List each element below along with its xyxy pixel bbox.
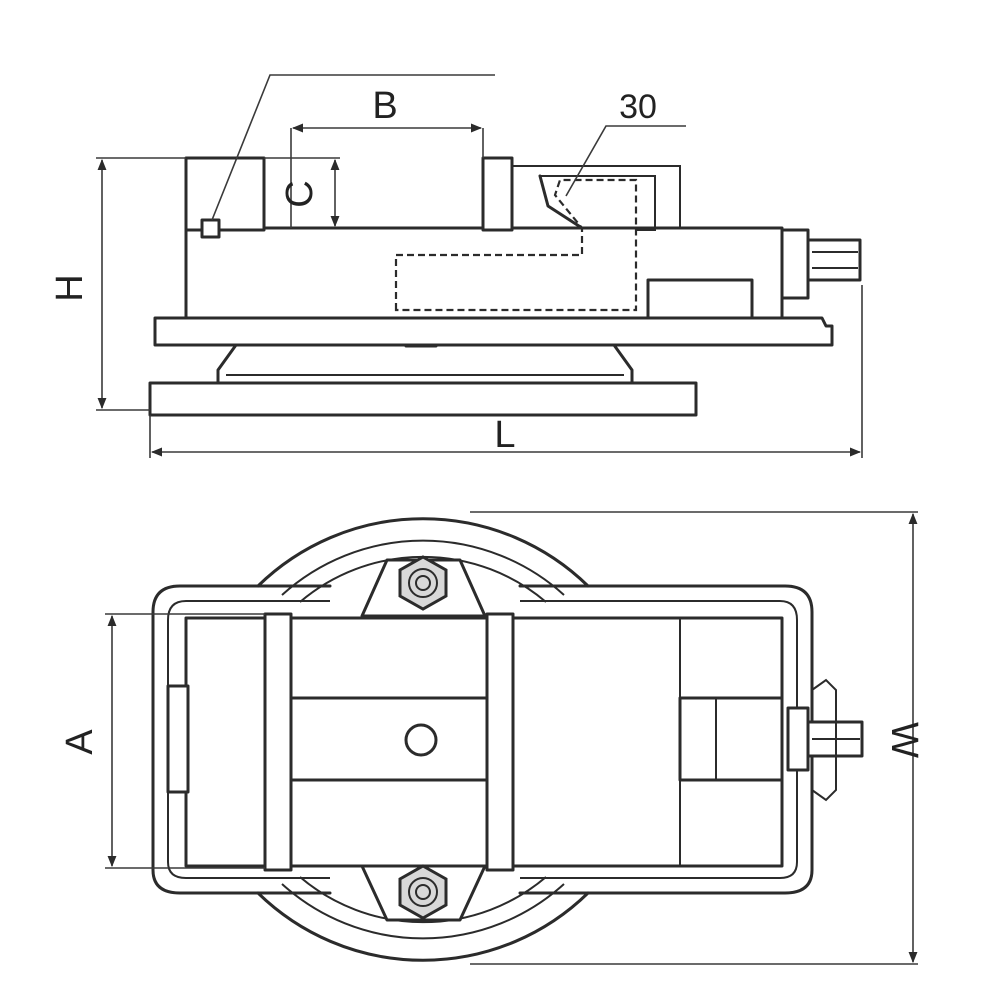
nut-bottom-icon — [398, 864, 448, 920]
dimension-C: C — [264, 157, 340, 228]
base-plate — [148, 381, 698, 417]
swivel-cone — [216, 343, 634, 385]
label-C: C — [279, 180, 321, 207]
label-angle: 30 — [619, 88, 657, 126]
screw-collar — [786, 706, 810, 772]
label-W: W — [883, 722, 925, 758]
center-hole — [404, 723, 438, 757]
side-view: H B C 30 L — [49, 74, 863, 458]
dimension-W: W — [470, 511, 925, 965]
center-slide — [289, 696, 489, 782]
swivel-base-arc-bottom — [256, 891, 590, 962]
angle-callout: 30 — [565, 88, 686, 197]
top-view: A W — [59, 511, 925, 965]
dimension-A: A — [59, 613, 265, 869]
end-cap — [780, 228, 810, 300]
dimension-B: B — [290, 85, 484, 228]
lead-screw-hex — [806, 238, 862, 282]
label-H: H — [49, 274, 91, 301]
label-B: B — [372, 85, 397, 127]
moving-jaw-top — [485, 612, 515, 872]
body-outline — [151, 584, 814, 895]
dimension-L: L — [149, 285, 863, 458]
swivel-base-arc-top — [256, 517, 590, 588]
body-window — [646, 278, 754, 320]
moving-jaw — [481, 156, 514, 232]
flange-plate — [153, 316, 834, 347]
nut-top-icon — [398, 555, 448, 611]
fixed-jaw — [184, 156, 266, 232]
label-L: L — [494, 414, 515, 456]
leader-line-set-screw — [211, 74, 495, 221]
end-bracket — [811, 678, 837, 802]
label-A: A — [59, 729, 101, 755]
fixed-jaw-top — [263, 612, 293, 872]
set-screw-square — [200, 218, 221, 239]
dimension-H: H — [49, 157, 186, 411]
hidden-slide-outline — [394, 178, 638, 312]
